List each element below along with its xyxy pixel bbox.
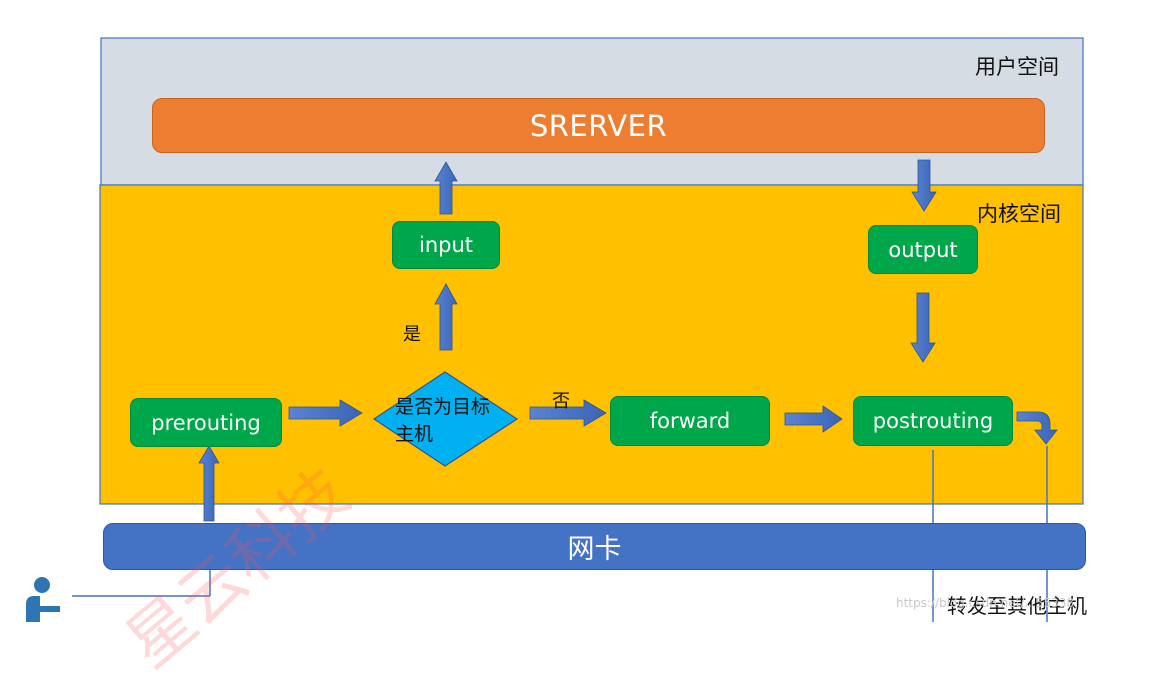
arrow-server-to-output <box>911 159 937 212</box>
server-bar: SRERVER <box>152 98 1045 153</box>
arrow-output-to-postrouting <box>910 292 936 363</box>
arrow-decision-to-input <box>434 283 458 351</box>
forward-node: forward <box>610 396 770 446</box>
user-space-label: 用户空间 <box>975 55 1059 79</box>
no-label: 否 <box>552 391 570 412</box>
person-icon <box>26 577 60 622</box>
arrow-forward-to-postrouting <box>784 405 843 433</box>
arrow-postrouting-exit <box>1016 411 1058 445</box>
prerouting-node: prerouting <box>130 398 282 447</box>
postrouting-node: postrouting <box>853 396 1013 446</box>
arrow-decision-to-forward <box>529 399 607 427</box>
output-node: output <box>868 225 978 274</box>
arrow-input-to-server <box>434 161 458 215</box>
nic-bar: 网卡 <box>103 523 1086 570</box>
forward-to-other-host-label: 转发至其他主机 <box>947 594 1087 618</box>
kernel-space-label: 内核空间 <box>977 202 1061 226</box>
watermark-url: https://blog.csdn.net/...55338 <box>896 596 1074 610</box>
input-node: input <box>392 221 500 269</box>
arrow-prerouting-to-decision <box>288 399 363 427</box>
yes-label: 是 <box>403 324 421 345</box>
decision-label: 是否为目标主机 <box>395 396 491 445</box>
decision-diamond <box>372 371 519 467</box>
arrow-nic-to-prerouting <box>198 445 220 522</box>
